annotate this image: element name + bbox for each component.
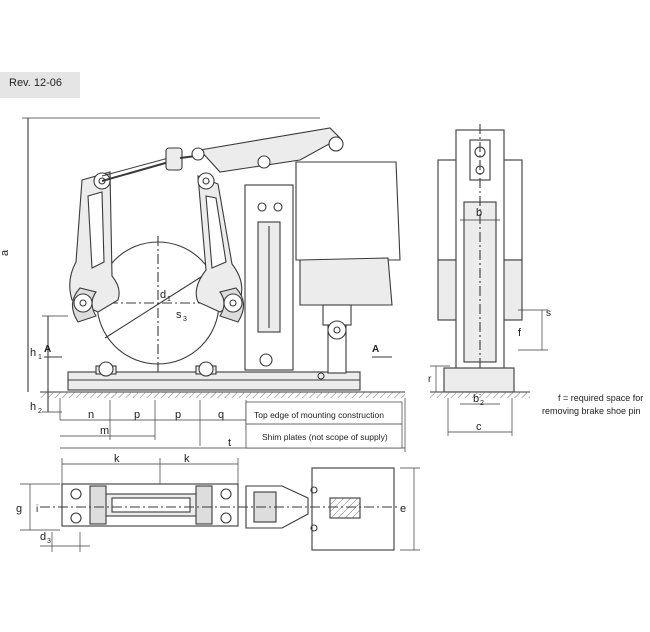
dim-d3: d bbox=[40, 531, 46, 543]
dim-h2: h bbox=[30, 401, 36, 413]
note-top-edge: Top edge of mounting construction bbox=[254, 410, 384, 420]
d1-line bbox=[104, 269, 213, 339]
dim-k1: k bbox=[114, 453, 120, 465]
top-link bbox=[101, 159, 177, 182]
side-view bbox=[430, 124, 548, 436]
dim-d1-sub: 1 bbox=[167, 296, 171, 303]
dim-h1: h bbox=[30, 347, 36, 359]
note-shim: Shim plates (not scope of supply) bbox=[262, 432, 388, 442]
dim-i: i bbox=[36, 504, 38, 515]
adjust-nut bbox=[165, 147, 183, 171]
dim-b: b bbox=[476, 207, 482, 219]
base-plate bbox=[67, 371, 361, 391]
dim-n: n bbox=[88, 409, 94, 421]
dim-p2: p bbox=[175, 409, 181, 421]
dim-r: r bbox=[428, 374, 432, 385]
dim-b2-sub: 2 bbox=[480, 400, 484, 407]
dim-s3: s bbox=[176, 309, 182, 321]
front-view bbox=[22, 117, 406, 452]
dim-h2-sub: 2 bbox=[38, 408, 42, 415]
note-box bbox=[245, 401, 403, 449]
dim-c: c bbox=[476, 421, 482, 433]
dim-p1: p bbox=[134, 409, 140, 421]
top-view bbox=[20, 458, 420, 552]
note-f-line1: f = required space for bbox=[558, 393, 643, 403]
thruster-housing bbox=[295, 161, 401, 261]
dim-e: e bbox=[400, 503, 406, 515]
revision-box: Rev. 12-06 bbox=[0, 72, 80, 98]
dim-h1-sub: 1 bbox=[38, 354, 42, 361]
dim-d3-sub: 3 bbox=[47, 538, 51, 545]
note-f-line2: removing brake shoe pin bbox=[542, 406, 641, 416]
dim-q: q bbox=[218, 409, 224, 421]
dim-t: t bbox=[228, 437, 231, 449]
lever-plate bbox=[198, 127, 341, 173]
dim-d1: d bbox=[160, 289, 166, 301]
revision-label: Rev. 12-06 bbox=[9, 77, 62, 89]
ground-hatch bbox=[40, 392, 405, 398]
dim-s3-sub: 3 bbox=[183, 316, 187, 323]
dim-b2: b bbox=[473, 393, 479, 405]
dim-k2: k bbox=[184, 453, 190, 465]
section-a-right: A bbox=[372, 344, 379, 355]
dim-s-side: s bbox=[546, 308, 551, 319]
section-a-left: A bbox=[44, 344, 51, 355]
dim-m: m bbox=[100, 425, 109, 437]
dim-f: f bbox=[518, 327, 522, 339]
dim-g: g bbox=[16, 503, 22, 515]
dim-a: a bbox=[0, 249, 11, 256]
